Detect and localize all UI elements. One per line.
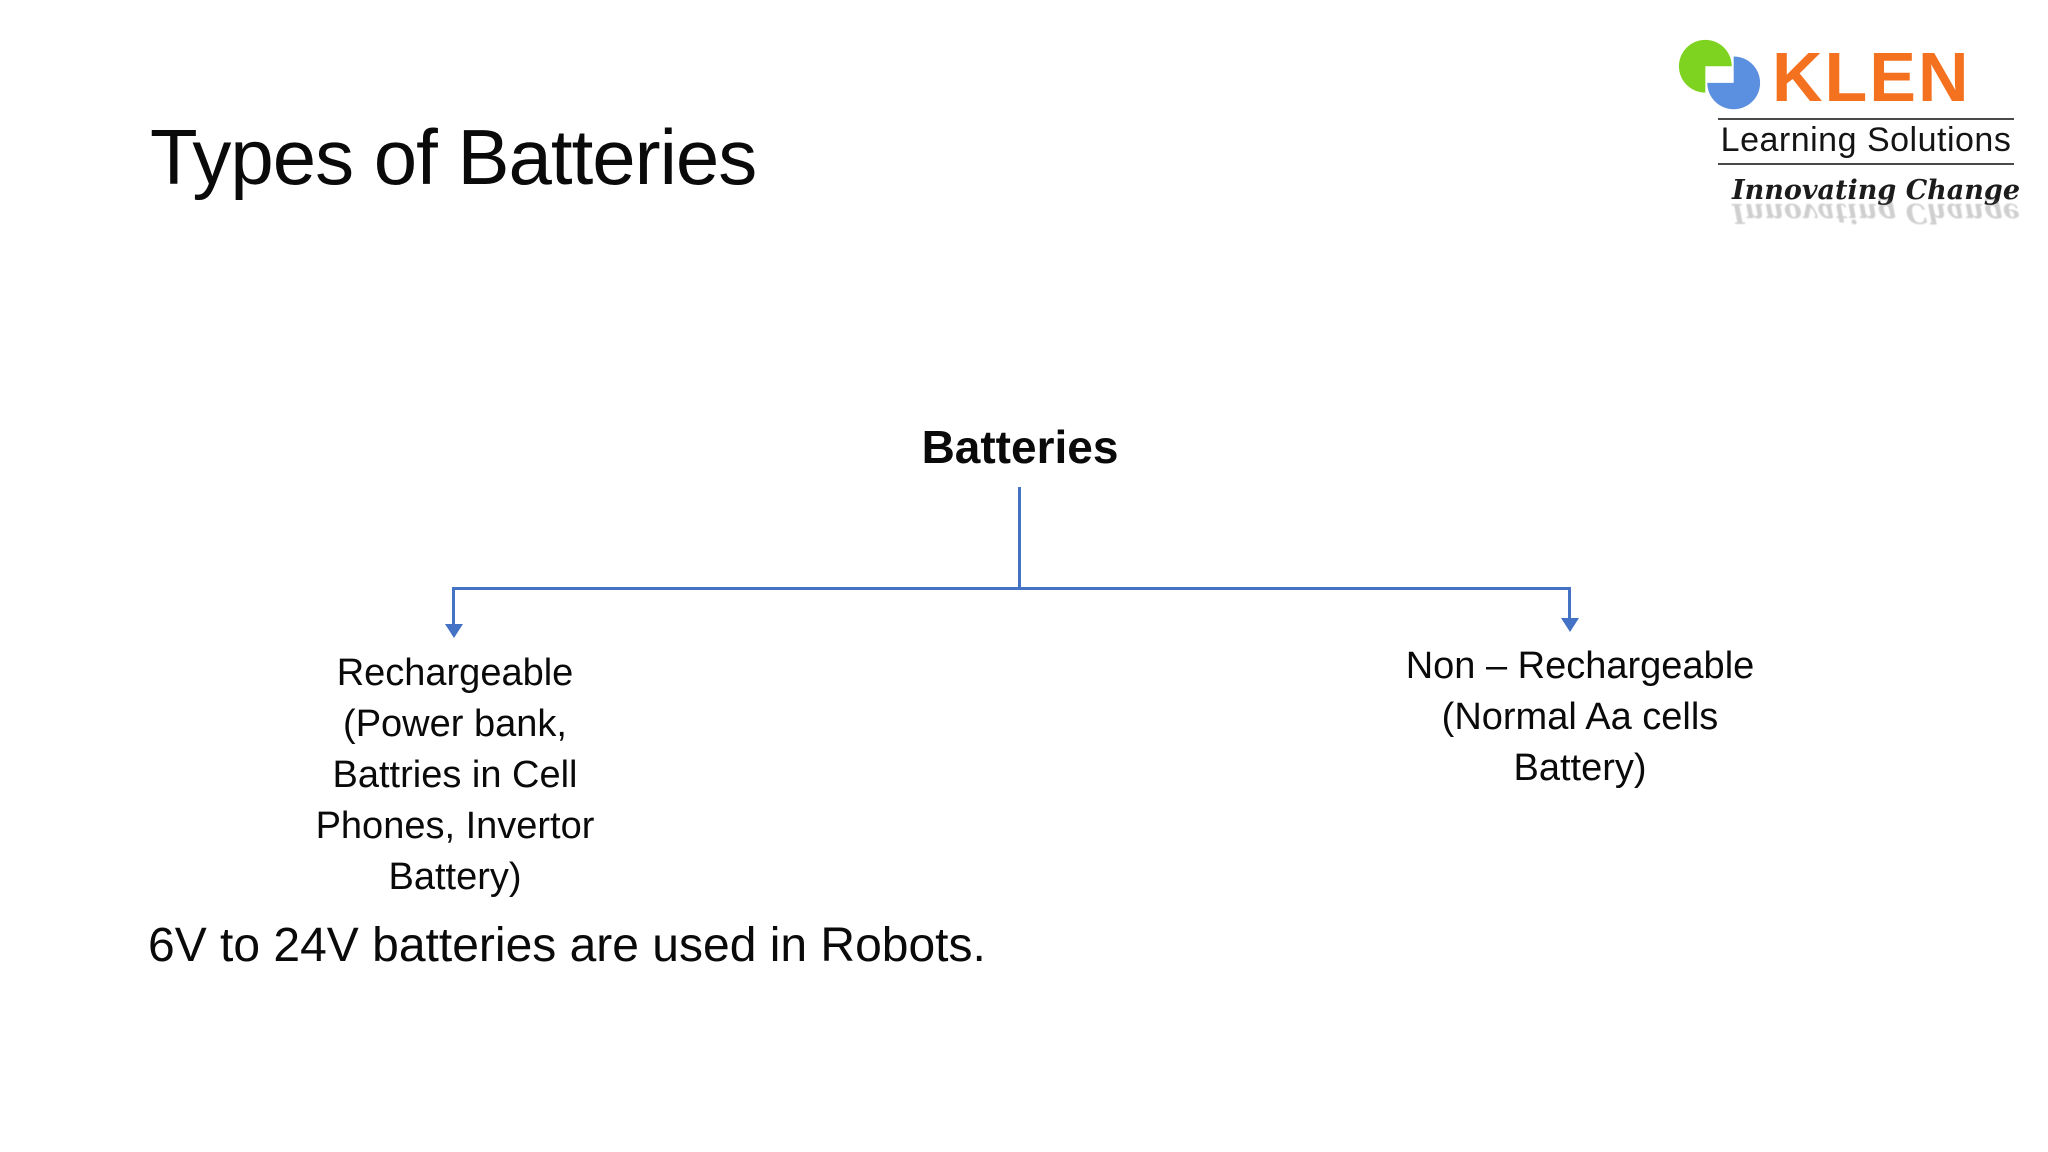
node-label: Rechargeable — [336, 652, 574, 694]
logo-divider-top — [1718, 118, 2014, 120]
diagram-root-node: Batteries — [921, 421, 1119, 473]
diagram-node-rechargeable: Rechargeable (Power bank, Battries in Ce… — [255, 648, 655, 903]
node-label: Non – Rechargeable — [1405, 645, 1755, 687]
slide-note: 6V to 24V batteries are used in Robots. — [148, 919, 986, 972]
arrowhead-right-icon — [1561, 618, 1579, 632]
logo-tagline: Innovating Change — [1731, 175, 2020, 206]
connector-right-vertical — [1568, 587, 1571, 619]
connector-left-vertical — [452, 587, 455, 625]
slide-title: Types of Batteries — [150, 113, 757, 201]
logo-subtitle: Learning Solutions — [1720, 121, 2012, 159]
connector-root-vertical — [1018, 487, 1021, 588]
logo-tagline-reflection: Innovating Change — [1731, 197, 2020, 228]
klen-logo: KLEN Learning Solutions Innovating Chang… — [1676, 36, 2024, 228]
connector-horizontal — [452, 587, 1571, 590]
logo-divider-bottom — [1718, 163, 2014, 165]
logo-brand-text: KLEN — [1772, 38, 1971, 116]
klen-logo-icon — [1676, 36, 1764, 118]
arrowhead-left-icon — [445, 624, 463, 638]
node-detail: (Power bank, Battries in Cell Phones, In… — [315, 703, 595, 898]
node-detail: (Normal Aa cells Battery) — [1441, 696, 1719, 789]
diagram-node-non-rechargeable: Non – Rechargeable (Normal Aa cells Batt… — [1370, 641, 1790, 794]
